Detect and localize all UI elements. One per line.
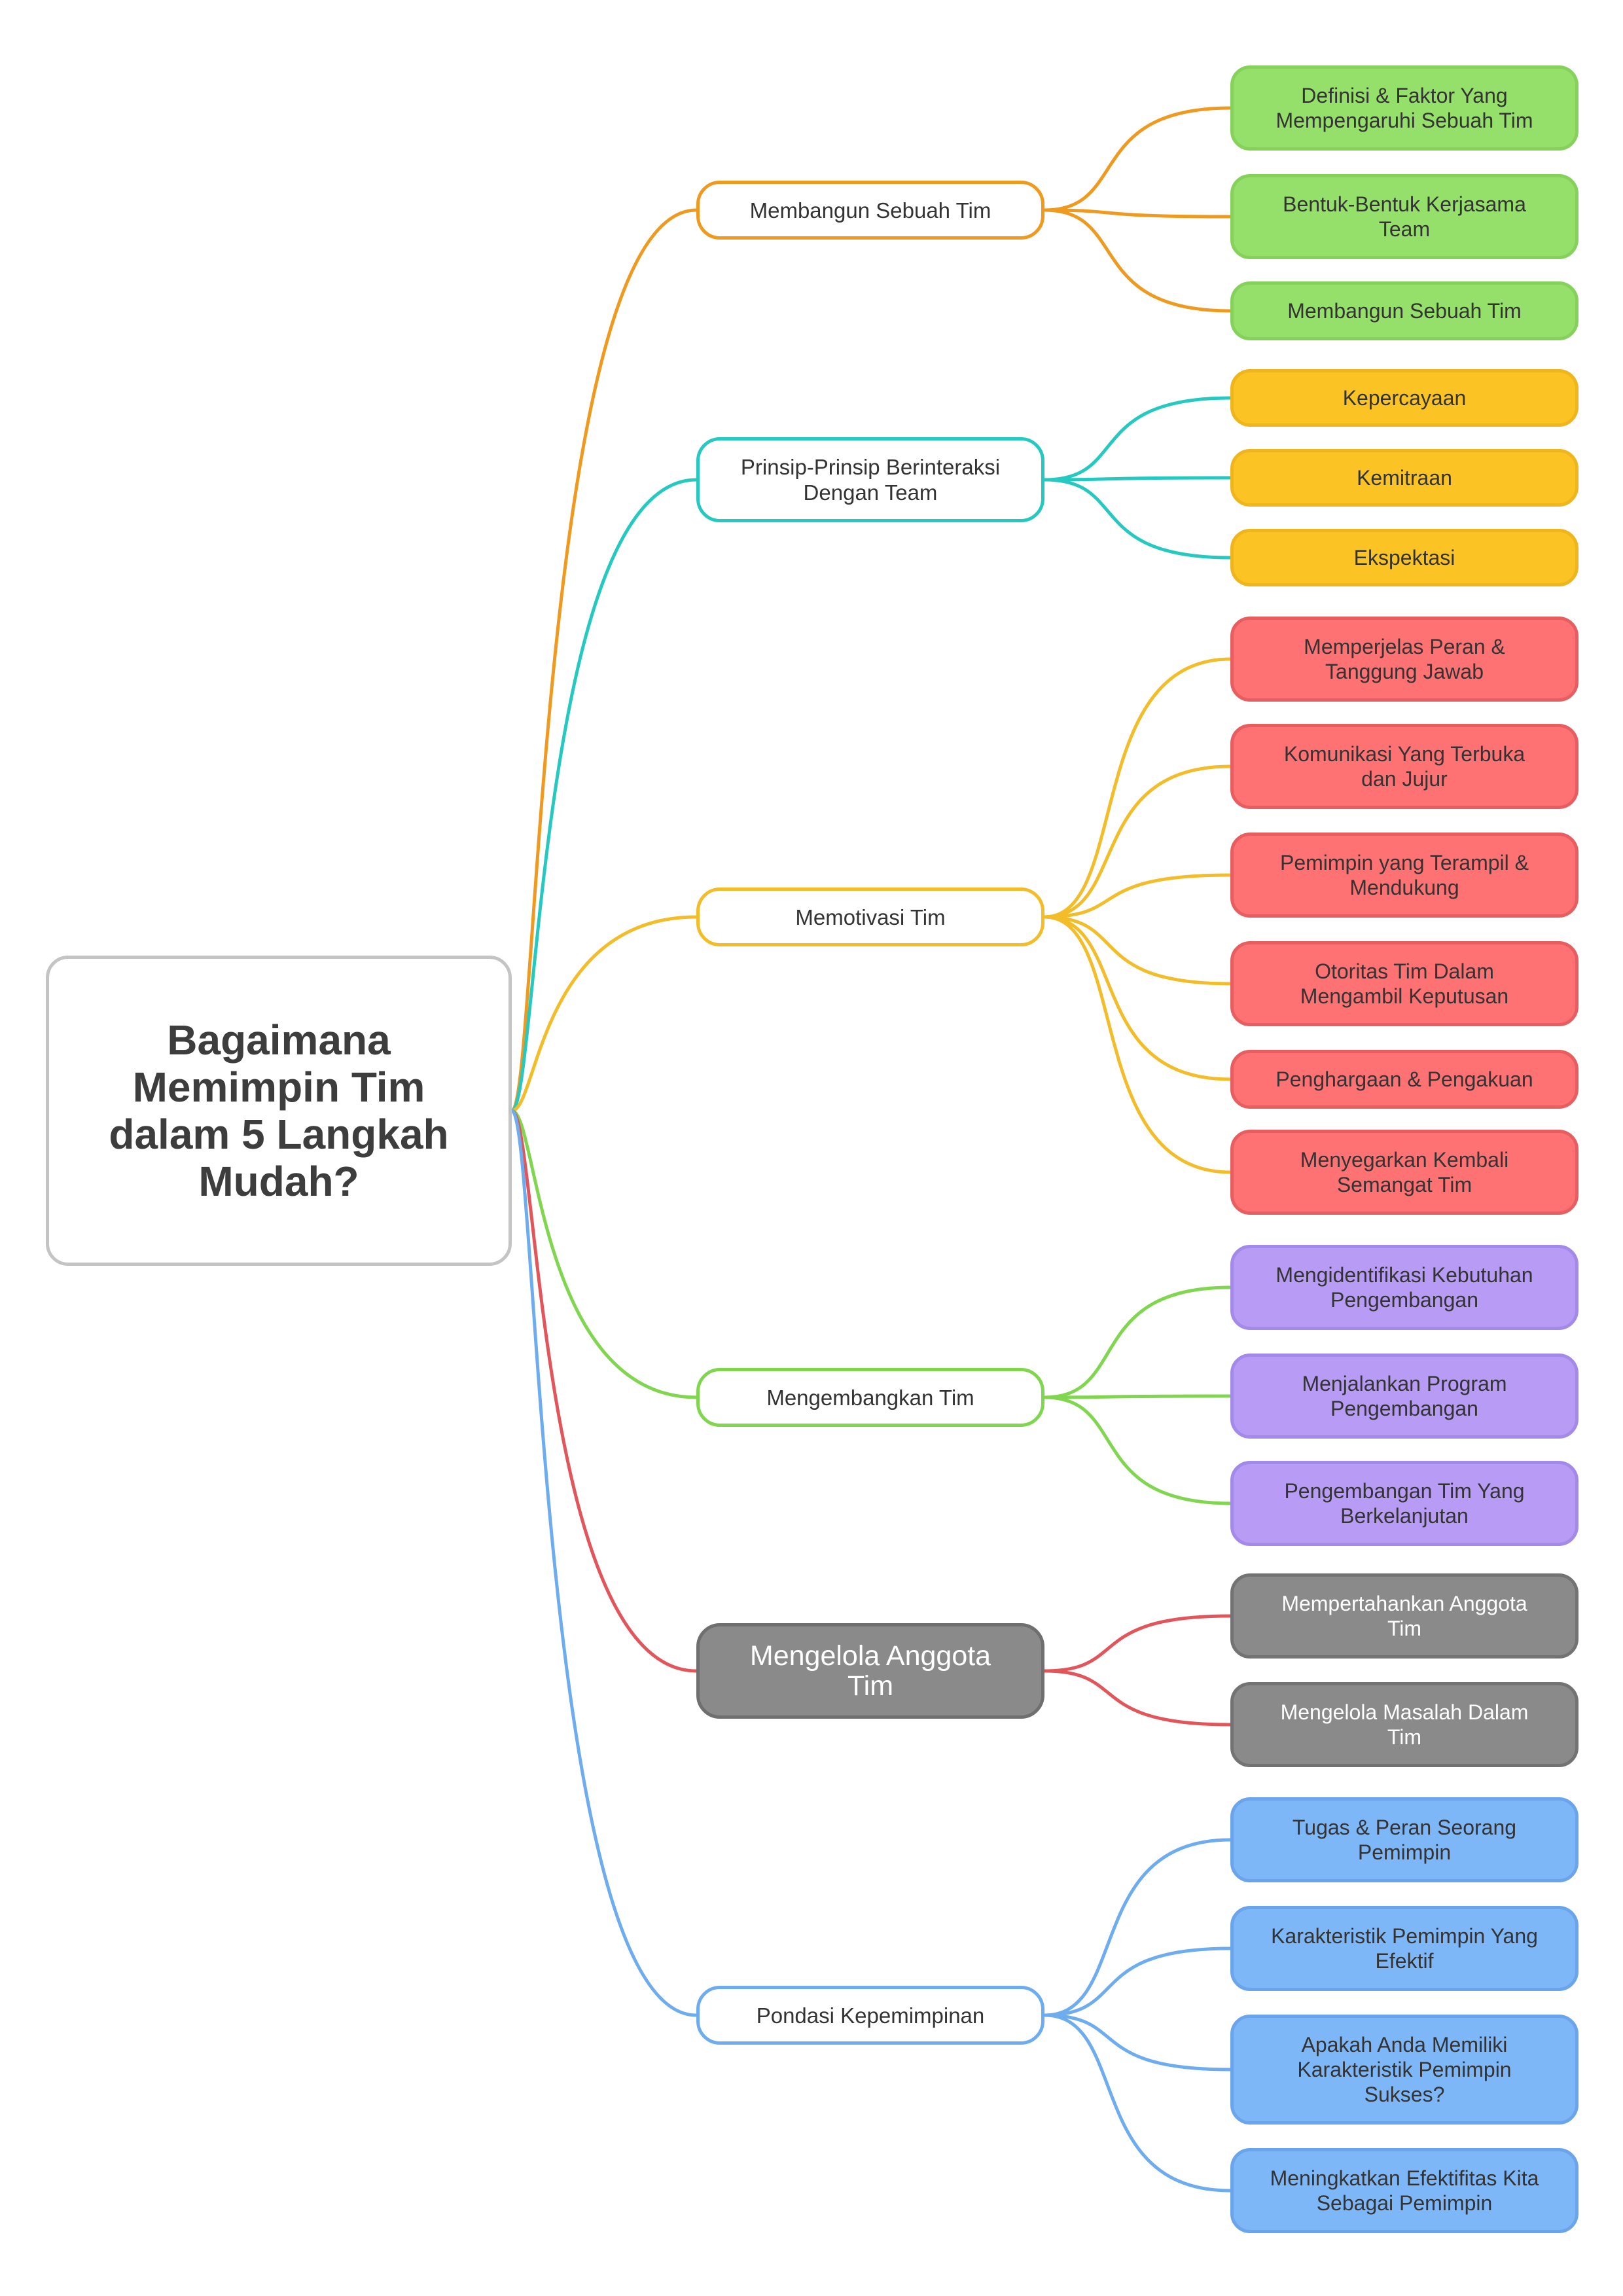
leaf-connector-1-1 [1043,106,1232,212]
subtopic-6-2[interactable]: Karakteristik Pemimpin Yang Efektif [1230,1906,1578,1991]
subtopic-3-6[interactable]: Menyegarkan Kembali Semangat Tim [1230,1130,1578,1215]
branch-connector-3 [510,915,698,1113]
leaf-connector-4-2 [1043,1394,1232,1399]
subtopic-1-1[interactable]: Definisi & Faktor Yang Mempengaruhi Sebu… [1230,65,1578,151]
leaf-connector-3-1 [1043,657,1232,919]
leaf-connector-6-4 [1043,2013,1232,2193]
branch-connector-6 [510,1109,698,2017]
subtopic-4-1[interactable]: Mengidentifikasi Kebutuhan Pengembangan [1230,1245,1578,1330]
branch-connector-2 [510,478,698,1113]
subtopic-3-1[interactable]: Memperjelas Peran & Tanggung Jawab [1230,617,1578,702]
subtopic-5-2[interactable]: Mengelola Masalah Dalam Tim [1230,1682,1578,1767]
subtopic-2-1[interactable]: Kepercayaan [1230,369,1578,427]
leaf-connector-5-1 [1043,1614,1232,1673]
leaf-connector-6-3 [1043,2013,1232,2072]
root-topic-card[interactable]: Bagaimana Memimpin Tim dalam 5 Langkah M… [46,956,512,1266]
branch-topic-4[interactable]: Mengembangkan Tim [696,1368,1044,1427]
subtopic-5-1[interactable]: Mempertahankan Anggota Tim [1230,1573,1578,1659]
leaf-connector-4-1 [1043,1285,1232,1399]
leaf-connector-2-2 [1043,476,1232,482]
branch-connector-4 [510,1109,698,1399]
leaf-connector-3-4 [1043,915,1232,986]
subtopic-6-1[interactable]: Tugas & Peran Seorang Pemimpin [1230,1797,1578,1882]
subtopic-1-2[interactable]: Bentuk-Bentuk Kerjasama Team [1230,174,1578,259]
leaf-connector-5-2 [1043,1669,1232,1727]
leaf-connector-3-3 [1043,873,1232,919]
leaf-connector-3-5 [1043,915,1232,1081]
branch-topic-5[interactable]: Mengelola Anggota Tim [696,1623,1044,1719]
subtopic-3-5[interactable]: Penghargaan & Pengakuan [1230,1050,1578,1109]
leaf-connector-2-3 [1043,478,1232,560]
branch-topic-1[interactable]: Membangun Sebuah Tim [696,181,1044,240]
subtopic-4-3[interactable]: Pengembangan Tim Yang Berkelanjutan [1230,1461,1578,1546]
leaf-connector-2-1 [1043,396,1232,482]
leaf-connector-6-2 [1043,1946,1232,2017]
leaf-connector-1-2 [1043,208,1232,219]
subtopic-2-3[interactable]: Ekspektasi [1230,529,1578,586]
leaf-connector-4-3 [1043,1395,1232,1505]
branch-topic-2[interactable]: Prinsip-Prinsip Berinteraksi Dengan Team [696,437,1044,522]
leaf-connector-3-2 [1043,764,1232,919]
subtopic-6-4[interactable]: Meningkatkan Efektifitas Kita Sebagai Pe… [1230,2148,1578,2233]
subtopic-3-2[interactable]: Komunikasi Yang Terbuka dan Jujur [1230,724,1578,809]
branch-connector-1 [510,208,698,1113]
leaf-connector-1-3 [1043,208,1232,313]
subtopic-6-3[interactable]: Apakah Anda Memiliki Karakteristik Pemim… [1230,2015,1578,2125]
leaf-connector-6-1 [1043,1838,1232,2017]
subtopic-3-3[interactable]: Pemimpin yang Terampil & Mendukung [1230,833,1578,918]
branch-topic-6[interactable]: Pondasi Kepemimpinan [696,1986,1044,2045]
branch-topic-3[interactable]: Memotivasi Tim [696,888,1044,946]
leaf-connector-3-6 [1043,915,1232,1174]
subtopic-4-2[interactable]: Menjalankan Program Pengembangan [1230,1354,1578,1439]
branch-connector-5 [510,1109,698,1673]
subtopic-3-4[interactable]: Otoritas Tim Dalam Mengambil Keputusan [1230,941,1578,1026]
subtopic-2-2[interactable]: Kemitraan [1230,449,1578,507]
subtopic-1-3[interactable]: Membangun Sebuah Tim [1230,281,1578,340]
